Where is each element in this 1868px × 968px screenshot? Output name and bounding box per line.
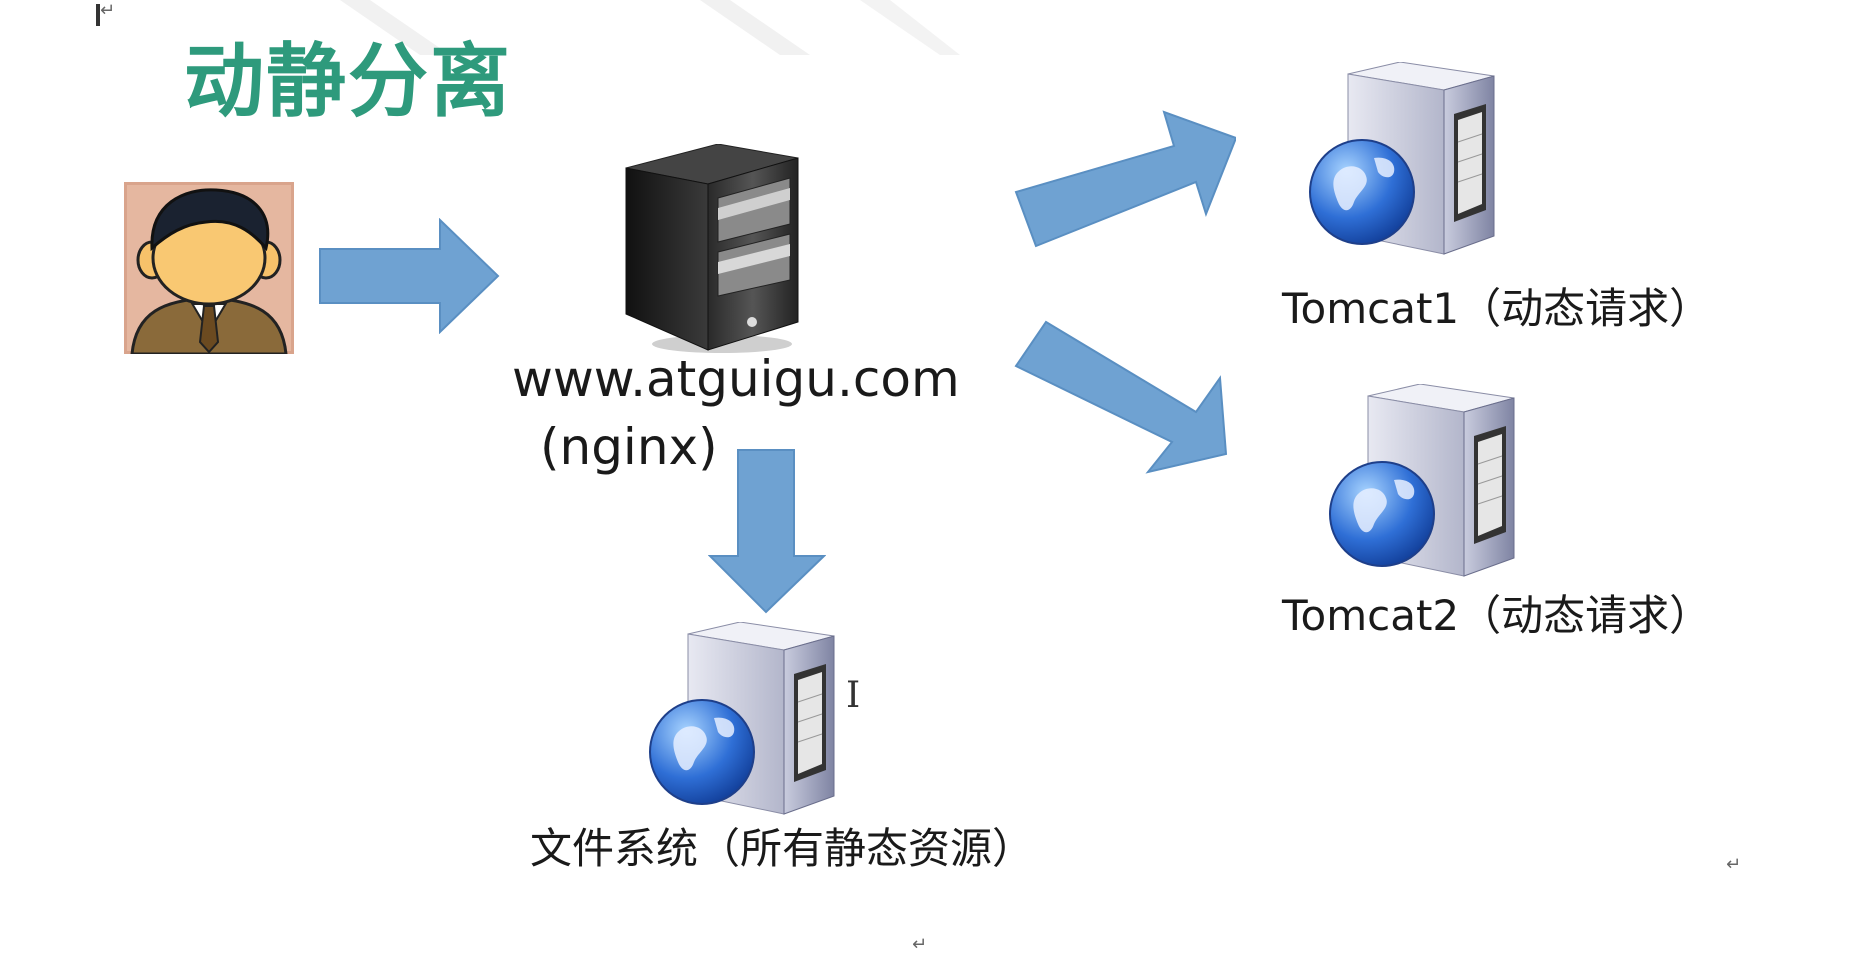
proxy-domain-label: www.atguigu.com: [512, 350, 960, 408]
arrow-client-to-proxy: [319, 218, 500, 334]
text-cursor-ibeam: I: [846, 675, 861, 716]
web-server-icon: [649, 622, 835, 815]
paragraph-mark: ↵: [1726, 854, 1742, 875]
arrow-proxy-to-tomcat2: [1014, 320, 1228, 474]
tomcat2-label: Tomcat2（动态请求）: [1282, 591, 1712, 640]
web-server-icon: [1329, 384, 1515, 577]
diagram-title: 动静分离: [184, 35, 512, 128]
paragraph-mark: ↵: [912, 934, 928, 955]
tower-server-icon: [625, 144, 799, 353]
arrow-proxy-to-tomcat1: [1014, 110, 1236, 248]
user-avatar-icon: [124, 182, 294, 354]
web-server-icon: [1309, 62, 1495, 255]
paragraph-mark: ↵: [100, 0, 116, 21]
filesystem-label: 文件系统（所有静态资源）: [530, 824, 1035, 873]
text-cursor: [96, 4, 100, 26]
watermark: [340, 0, 960, 55]
arrow-proxy-to-filesystem: [708, 449, 826, 614]
proxy-name-label: (nginx): [540, 418, 718, 476]
tomcat1-label: Tomcat1（动态请求）: [1282, 284, 1712, 333]
